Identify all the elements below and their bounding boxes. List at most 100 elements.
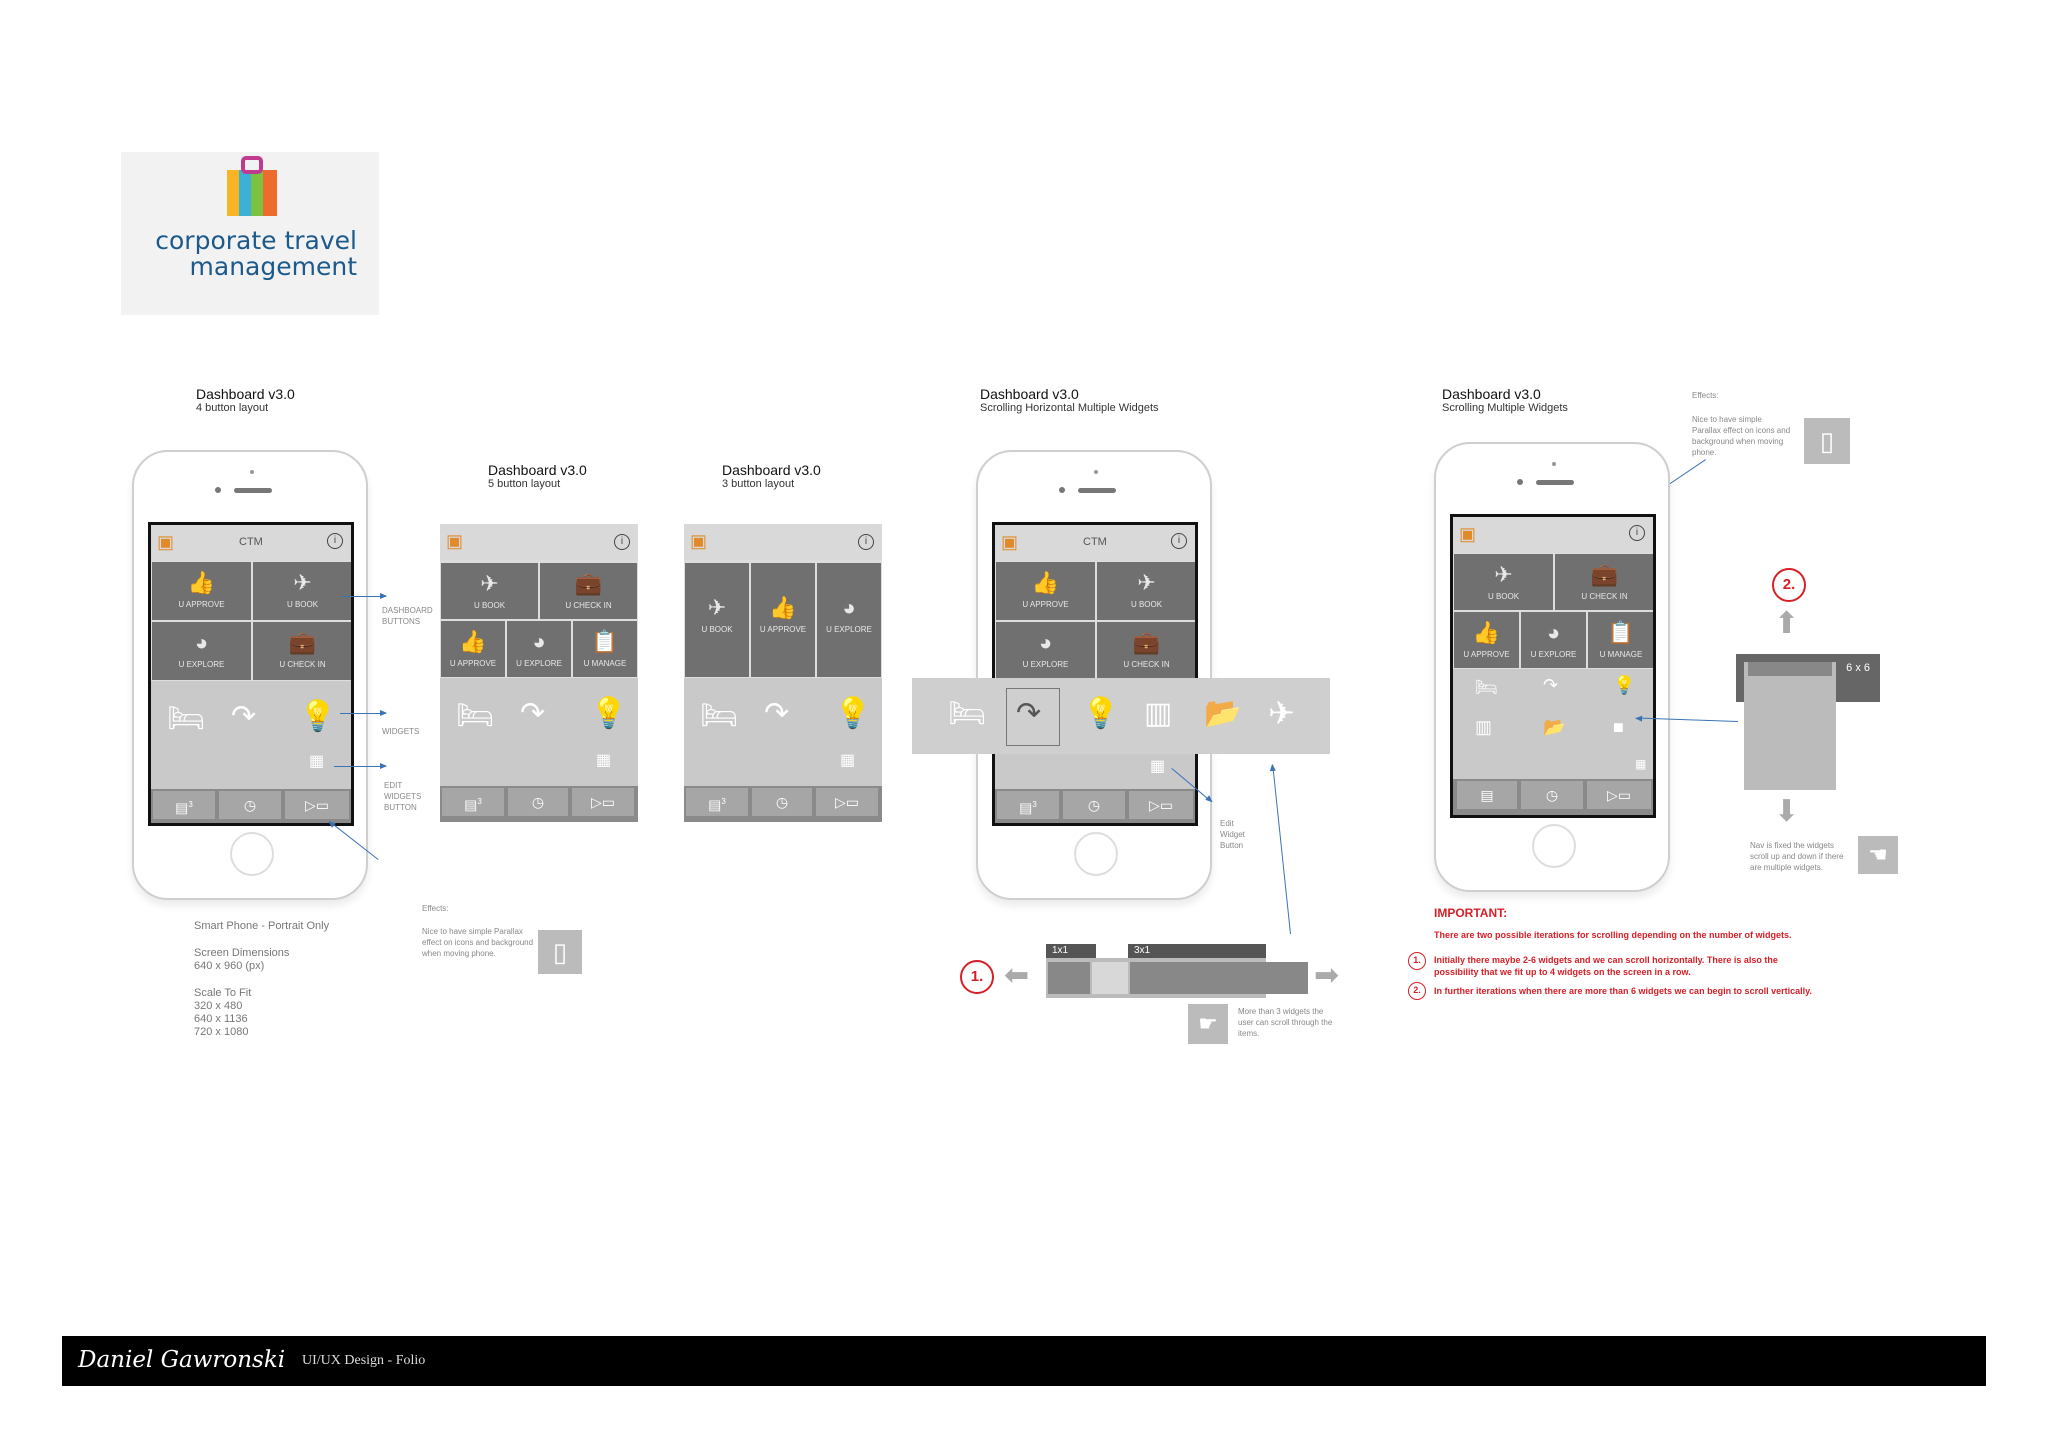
- phone-frame-5: ▣ i ✈U BOOK 💼U CHECK IN 👍U APPROVE ◕U EXP…: [1434, 442, 1670, 892]
- nav-news-button[interactable]: ▤3: [686, 788, 748, 816]
- u-checkin-button[interactable]: 💼U CHECK IN: [539, 562, 638, 620]
- u-explore-button[interactable]: ◕U EXPLORE: [151, 621, 252, 681]
- pie-chart-icon: ◕: [842, 595, 856, 620]
- nav-clock-button[interactable]: ◷: [1521, 781, 1583, 809]
- widgets-area[interactable]: 🛏 ↷ 💡 ▦: [151, 681, 351, 789]
- nav-ticket-button[interactable]: ▷▭: [572, 788, 634, 816]
- pie-chart-icon: ◕: [1546, 620, 1561, 645]
- phone-tilt-icon: ▯: [1804, 418, 1850, 464]
- u-explore-button[interactable]: ◕U EXPLORE: [816, 562, 882, 678]
- widgets-area[interactable]: 🛏 ↷ 💡 ▥ 📂 ■ ▦: [1453, 669, 1653, 779]
- u-approve-button[interactable]: 👍U APPROVE: [995, 561, 1096, 621]
- info-icon[interactable]: i: [614, 534, 630, 550]
- nav-clock-button[interactable]: ◷: [508, 788, 568, 816]
- pie-chart-icon: ◕: [194, 630, 209, 655]
- selected-widget[interactable]: [1006, 688, 1060, 746]
- nav-ticket-button[interactable]: ▷▭: [1587, 781, 1651, 809]
- dashboard-screen-2: ▣ i ✈U BOOK 💼U CHECK IN 👍U APPROVE ◕U EXP…: [440, 524, 638, 822]
- u-book-button[interactable]: ✈U BOOK: [1453, 553, 1554, 611]
- swipe-hand-icon: ☚: [1858, 836, 1898, 874]
- u-explore-button[interactable]: ◕U EXPLORE: [995, 621, 1096, 681]
- nav-news-button[interactable]: ▤3: [442, 788, 504, 816]
- widget-size-strip[interactable]: [1046, 958, 1308, 998]
- important-num-2: 2.: [1408, 982, 1426, 1000]
- plane-icon: ✈: [1268, 695, 1295, 731]
- u-approve-button[interactable]: 👍U APPROVE: [151, 561, 252, 621]
- effects-label-1: Effects:: [422, 904, 449, 913]
- phone-tilt-icon: ▯: [538, 930, 582, 974]
- u-explore-button[interactable]: ◕U EXPLORE: [506, 620, 572, 678]
- screen2-subtitle: 5 button layout: [488, 478, 561, 490]
- widgets-area[interactable]: 🛏 ↷ 💡 ▦: [440, 678, 638, 786]
- nav-ticket-button[interactable]: ▷▭: [285, 791, 349, 819]
- info-icon[interactable]: i: [327, 533, 343, 549]
- vertical-widget-grid[interactable]: [1744, 662, 1836, 790]
- widgets-area[interactable]: 🛏 ↷ 💡 ▦: [684, 678, 882, 786]
- dashboard-screen-3: ▣i ✈U BOOK 👍U APPROVE ◕U EXPLORE 🛏 ↷ 💡 ▦…: [684, 524, 882, 822]
- nav-clock-button[interactable]: ◷: [752, 788, 812, 816]
- bottom-nav: ▤3 ◷ ▷▭: [151, 789, 351, 823]
- u-book-button[interactable]: ✈U BOOK: [440, 562, 539, 620]
- pie-chart-icon: ◕: [1038, 630, 1053, 655]
- u-book-button[interactable]: ✈U BOOK: [252, 561, 351, 621]
- edit-widgets-grid-icon[interactable]: ▦: [840, 752, 856, 769]
- home-button: [1532, 824, 1576, 868]
- app-logo-icon: ▣: [446, 531, 464, 551]
- bottom-nav: ▤3 ◷ ▷▭: [995, 789, 1195, 823]
- app-header-title: CTM: [239, 536, 263, 548]
- arrow-up-icon[interactable]: ⬆: [1774, 607, 1800, 640]
- info-icon[interactable]: i: [858, 534, 874, 550]
- arrow-left-icon[interactable]: ⬅: [1004, 959, 1030, 992]
- bottom-nav: ▤ ◷ ▷▭: [1453, 779, 1653, 815]
- folder-icon: 📂: [1204, 697, 1242, 730]
- clipboard-icon: 📋: [591, 629, 619, 654]
- lightbulb-icon: 💡: [1082, 697, 1120, 730]
- nav-fixed-note: Nav is fixed the widgets scroll up and d…: [1750, 841, 1844, 872]
- nav-ticket-button[interactable]: ▷▭: [1129, 791, 1193, 819]
- screen3-subtitle: 3 button layout: [722, 478, 795, 490]
- info-icon[interactable]: i: [1171, 533, 1187, 549]
- u-explore-button[interactable]: ◕U EXPLORE: [1520, 611, 1587, 669]
- lightbulb-icon: 💡: [834, 697, 872, 730]
- suitcase-icon: 💼: [288, 630, 317, 655]
- u-approve-button[interactable]: 👍U APPROVE: [440, 620, 506, 678]
- nav-news-button[interactable]: ▤: [1457, 781, 1517, 809]
- u-checkin-button[interactable]: 💼U CHECK IN: [1554, 553, 1653, 611]
- swipe-hand-icon: ☛: [1188, 1004, 1228, 1044]
- u-book-button[interactable]: ✈U BOOK: [1096, 561, 1195, 621]
- square-icon: ■: [1613, 717, 1624, 737]
- u-book-button[interactable]: ✈U BOOK: [684, 562, 750, 678]
- thumbs-up-icon: 👍: [1472, 620, 1501, 645]
- nav-clock-button[interactable]: ◷: [219, 791, 281, 819]
- horizontal-widget-strip[interactable]: 🛏 ↷ 💡 ▥ 📂 ✈: [912, 678, 1330, 754]
- u-manage-button[interactable]: 📋U MANAGE: [572, 620, 638, 678]
- bed-icon: 🛏: [167, 702, 206, 735]
- folder-icon: 📂: [1543, 717, 1566, 737]
- plane-icon: ✈: [1137, 570, 1156, 595]
- thumbs-up-icon: 👍: [1031, 570, 1060, 595]
- nav-news-button[interactable]: ▤3: [997, 791, 1059, 819]
- edit-widgets-grid-icon[interactable]: ▦: [596, 752, 612, 769]
- screen5-title: Dashboard v3.0: [1442, 386, 1541, 402]
- edit-widgets-grid-icon[interactable]: ▦: [1635, 757, 1647, 771]
- u-approve-button[interactable]: 👍U APPROVE: [750, 562, 816, 678]
- u-checkin-button[interactable]: 💼U CHECK IN: [1096, 621, 1195, 681]
- arrow-down-icon[interactable]: ⬇: [1774, 795, 1800, 828]
- footer-bar: Daniel Gawronski UI/UX Design - Folio: [62, 1336, 1986, 1386]
- curved-arrow-icon: ↷: [1543, 675, 1559, 695]
- arrow-right-icon[interactable]: ➡: [1314, 959, 1340, 992]
- arrow-strip: [1272, 764, 1291, 934]
- nav-ticket-button[interactable]: ▷▭: [816, 788, 878, 816]
- nav-news-button[interactable]: ▤3: [153, 791, 215, 819]
- edit-widgets-grid-icon[interactable]: ▦: [309, 753, 325, 770]
- u-manage-button[interactable]: 📋U MANAGE: [1587, 611, 1653, 669]
- info-icon[interactable]: i: [1629, 525, 1645, 541]
- edit-widgets-grid-icon[interactable]: ▦: [1150, 758, 1166, 775]
- app-header-title: CTM: [1083, 536, 1107, 548]
- lightbulb-icon: 💡: [1613, 675, 1636, 695]
- app-logo-icon: ▣: [1459, 524, 1477, 544]
- u-checkin-button[interactable]: 💼U CHECK IN: [252, 621, 351, 681]
- nav-clock-button[interactable]: ◷: [1063, 791, 1125, 819]
- u-approve-button[interactable]: 👍U APPROVE: [1453, 611, 1520, 669]
